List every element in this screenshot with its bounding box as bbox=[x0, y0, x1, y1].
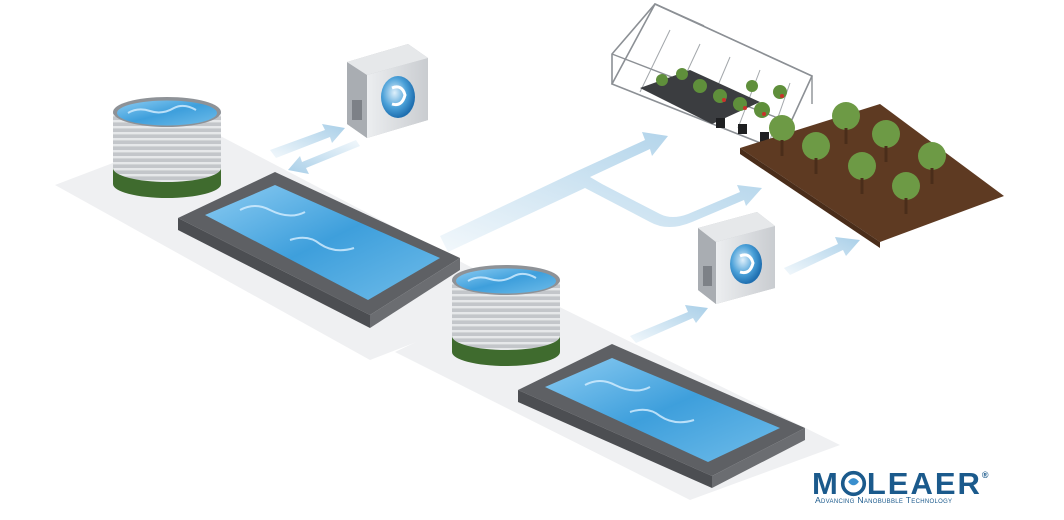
arrow-tank-to-generator bbox=[270, 124, 345, 158]
arrow-pond2-to-generator2 bbox=[630, 305, 708, 343]
swirl-o-icon bbox=[840, 470, 866, 497]
arrow-generator2-to-orchard bbox=[784, 237, 860, 275]
registered-mark: ® bbox=[981, 470, 989, 480]
pond-icon bbox=[518, 344, 805, 488]
water-tank-icon bbox=[452, 265, 560, 366]
arrow-pond-to-irrigation bbox=[440, 132, 762, 252]
brand-name-prefix: M bbox=[812, 466, 840, 501]
brand-name: M LEAER® bbox=[812, 458, 989, 501]
nanobubble-generator-icon bbox=[347, 44, 428, 138]
brand-name-suffix: LEAER bbox=[866, 466, 982, 501]
tree-icon bbox=[769, 102, 946, 200]
flow-arrows bbox=[270, 124, 860, 343]
water-tank-icon bbox=[113, 97, 221, 198]
arrow-generator-to-pond bbox=[288, 140, 360, 174]
nanobubble-generator-icon bbox=[698, 212, 775, 304]
orchard-field bbox=[740, 102, 1004, 248]
pond-icon bbox=[178, 172, 460, 328]
brand-tagline: Advancing Nanobubble Technology bbox=[815, 495, 953, 505]
moleaer-logo: M LEAER® Advancing Nanobubble Technology bbox=[812, 458, 1022, 510]
